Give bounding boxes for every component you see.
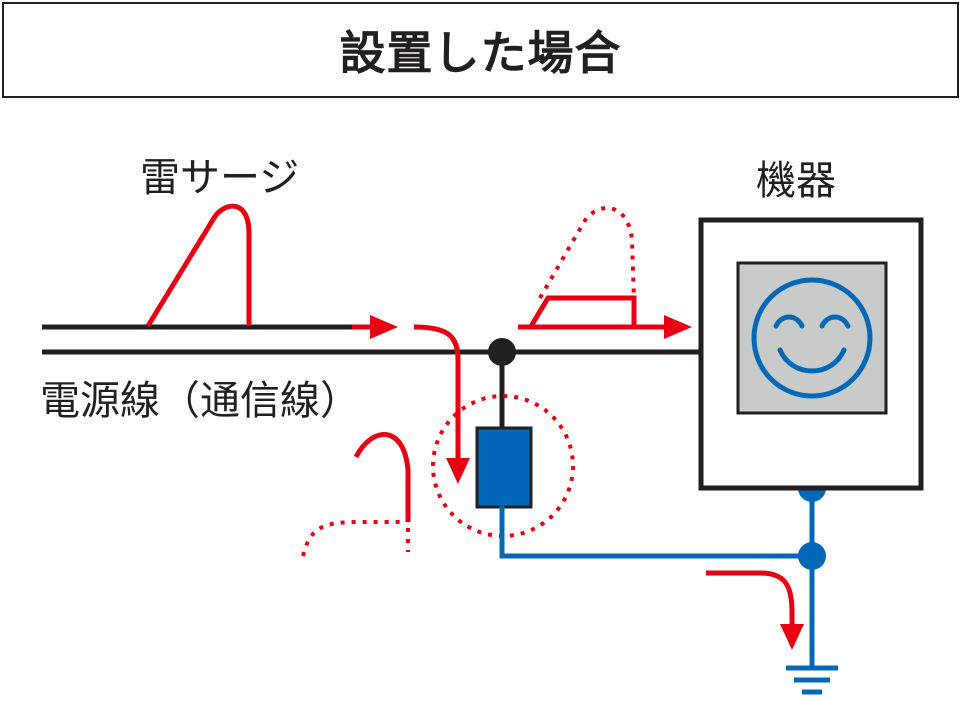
- surge-diverted-arrow: [413, 324, 470, 484]
- page-title: 設置した場合: [339, 26, 622, 80]
- protector-highlight-circle: [431, 394, 575, 538]
- residual-surge-wave: [301, 432, 411, 557]
- lightning-surge-label: 雷サージ: [140, 155, 300, 201]
- ground-junction-dot: [798, 542, 826, 570]
- suppressed-surge-wave: [527, 206, 637, 330]
- device-label: 機器: [756, 158, 836, 204]
- ground-current-arrow: [706, 570, 804, 650]
- power-line: [42, 324, 738, 355]
- surge-arrow-in: [352, 315, 398, 339]
- smiley-face-icon: [751, 277, 873, 399]
- surge-protector: [475, 426, 533, 509]
- surge-arrow-out: [518, 315, 692, 339]
- ground-wiring: [499, 488, 815, 668]
- power-line-label: 電源線（通信線）: [40, 378, 360, 424]
- ground-icon: [786, 665, 838, 695]
- device-screen: [736, 261, 888, 415]
- title-box: 設置した場合: [2, 2, 959, 98]
- incoming-surge-wave: [145, 203, 252, 328]
